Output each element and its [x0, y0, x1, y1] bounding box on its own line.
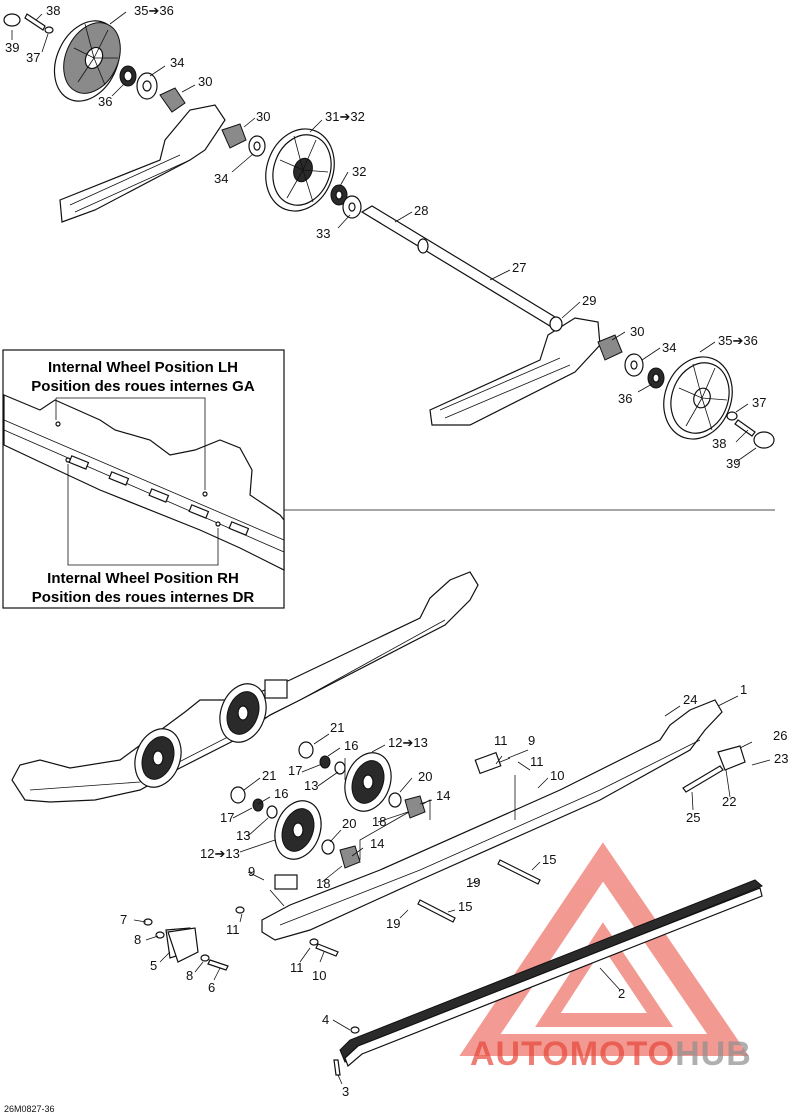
callout-11: 11	[494, 733, 508, 748]
callout-30c: 30	[630, 324, 644, 339]
callout-19b: 19	[386, 916, 400, 931]
callout-22: 22	[722, 794, 736, 809]
callout-2: 2	[618, 986, 625, 1001]
callout-9b: 9	[248, 864, 255, 879]
callout-10: 10	[550, 768, 564, 783]
drawing-code: 26M0827-36	[4, 1104, 55, 1114]
watermark-hub: HUB	[675, 1035, 752, 1073]
callout-4: 4	[322, 1012, 329, 1027]
callout-14b: 14	[370, 836, 384, 851]
callout-30b: 30	[256, 109, 270, 124]
callout-34: 34	[170, 55, 184, 70]
callout-labels: 38 35➔36 39 37 34 36 30 30 34 31➔32 32 3…	[5, 3, 788, 1099]
callout-16: 16	[344, 738, 358, 753]
callout-10b: 10	[312, 968, 326, 983]
callout-30: 30	[198, 74, 212, 89]
callout-36b: 36	[618, 391, 632, 406]
watermark-logo	[459, 842, 749, 1056]
callout-25: 25	[686, 810, 700, 825]
callout-34b: 34	[214, 171, 228, 186]
callout-38: 38	[46, 3, 60, 18]
callout-35-36b: 35➔36	[718, 333, 758, 348]
callout-12-13b: 12➔13	[200, 846, 240, 861]
callout-24: 24	[683, 692, 697, 707]
callout-1: 1	[740, 682, 747, 697]
callout-34c: 34	[662, 340, 676, 355]
callout-15b: 15	[458, 899, 472, 914]
idler-wheel-large-left	[53, 20, 121, 102]
leader-lines-lower	[133, 695, 771, 1085]
callout-29: 29	[582, 293, 596, 308]
inset-title-lh-fr: Position des roues internes GA	[31, 378, 255, 395]
inset-title-rh-en: Internal Wheel Position RH	[47, 570, 239, 587]
idler-wheel-large-mid	[265, 128, 335, 212]
callout-37b: 37	[752, 395, 766, 410]
callout-3: 3	[342, 1084, 349, 1099]
callout-17: 17	[288, 763, 302, 778]
internal-wheel-position-inset: Internal Wheel Position LH Position des …	[2, 349, 775, 609]
callout-17b: 17	[220, 810, 234, 825]
callout-28: 28	[414, 203, 428, 218]
watermark-text: AUTOMOTOHUB	[470, 1035, 752, 1073]
callout-16b: 16	[274, 786, 288, 801]
callout-21b: 21	[262, 768, 276, 783]
callout-8b: 8	[186, 968, 193, 983]
callout-9: 9	[528, 733, 535, 748]
callout-37: 37	[26, 50, 40, 65]
exploded-rail-right	[143, 699, 746, 971]
callout-11d: 11	[290, 960, 304, 975]
callout-18: 18	[372, 814, 386, 829]
callout-26: 26	[773, 728, 787, 743]
callout-20: 20	[418, 769, 432, 784]
callout-36: 36	[98, 94, 112, 109]
callout-32: 32	[352, 164, 366, 179]
callout-39b: 39	[726, 456, 740, 471]
callout-14: 14	[436, 788, 450, 803]
callout-15: 15	[542, 852, 556, 867]
watermark-auto: AUTO	[470, 1035, 570, 1073]
callout-18b: 18	[316, 876, 330, 891]
inset-title-lh-en: Internal Wheel Position LH	[48, 359, 238, 376]
callout-21: 21	[330, 720, 344, 735]
callout-11c: 11	[226, 922, 240, 937]
idler-wheel-large-right	[663, 356, 733, 440]
callout-13b: 13	[236, 828, 250, 843]
callout-13: 13	[304, 778, 318, 793]
callout-23: 23	[774, 751, 788, 766]
callout-5: 5	[150, 958, 157, 973]
slider-shoe	[333, 879, 763, 1076]
callout-38b: 38	[712, 436, 726, 451]
inset-title-rh-fr: Position des roues internes DR	[32, 589, 255, 606]
watermark-moto: MOTO	[570, 1035, 675, 1073]
callout-19: 19	[466, 875, 480, 890]
top-wheel-assembly	[3, 13, 775, 449]
callout-7: 7	[120, 912, 127, 927]
callout-39: 39	[5, 40, 19, 55]
assembled-rail-left	[11, 571, 479, 803]
callout-31-32: 31➔32	[325, 109, 365, 124]
callout-33: 33	[316, 226, 330, 241]
callout-8: 8	[134, 932, 141, 947]
callout-6: 6	[208, 980, 215, 995]
callout-20b: 20	[342, 816, 356, 831]
callout-11b: 11	[530, 754, 544, 769]
callout-35-36: 35➔36	[134, 3, 174, 18]
callout-12-13: 12➔13	[388, 735, 428, 750]
leader-lines-top	[11, 11, 757, 463]
svg-text:AUTOMOTOHUB: AUTOMOTOHUB	[470, 1035, 752, 1073]
callout-27: 27	[512, 260, 526, 275]
